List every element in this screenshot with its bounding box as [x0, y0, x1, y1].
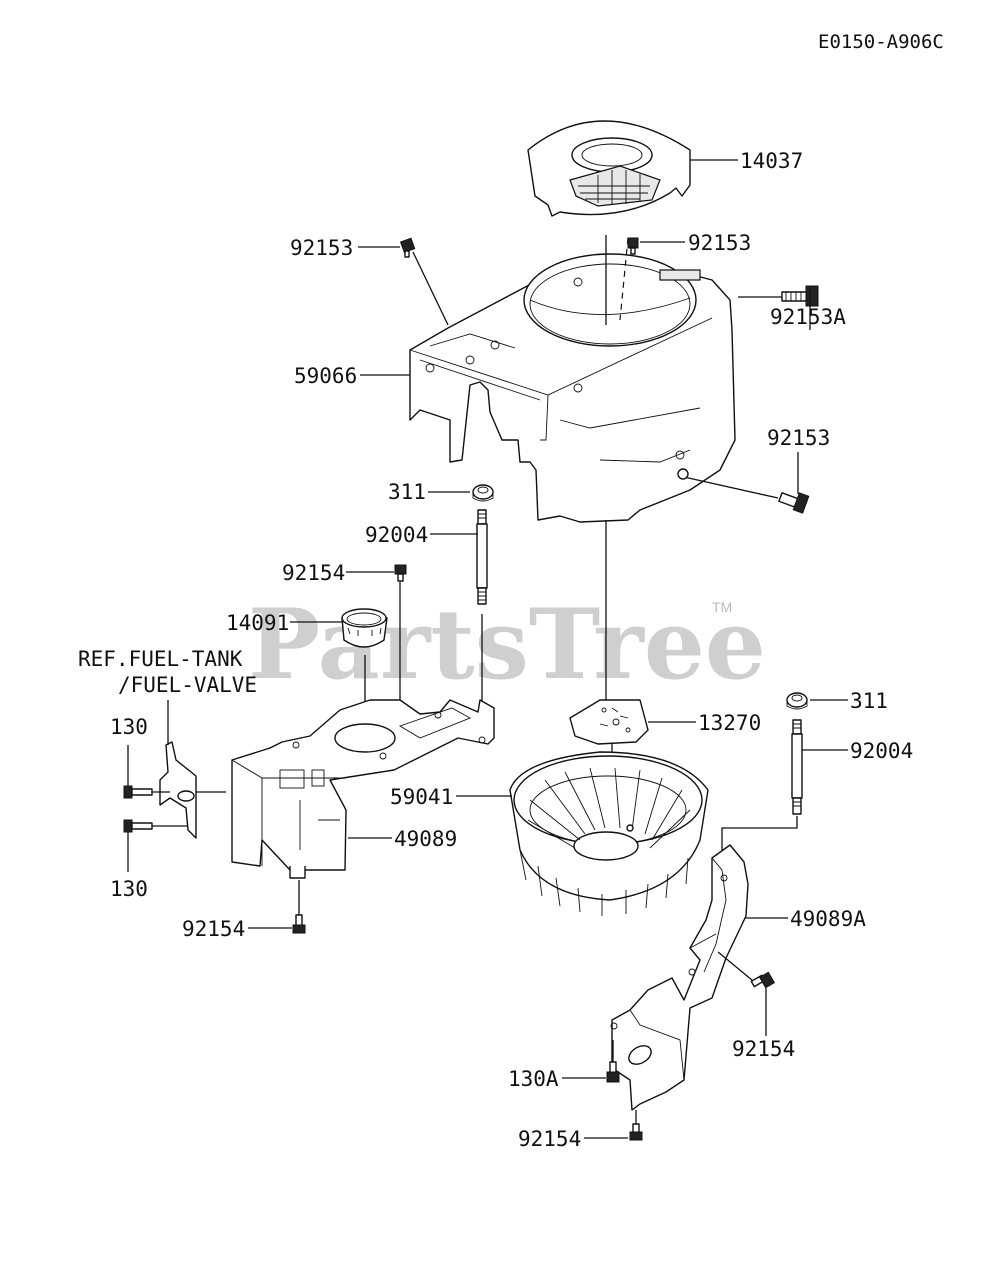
- blower-housing-part[interactable]: [409, 253, 736, 523]
- watermark: PartsTree: [248, 588, 766, 701]
- label-14037[interactable]: 14037: [740, 149, 803, 173]
- label-92154-bottom[interactable]: 92154: [518, 1127, 581, 1151]
- air-guide-49089[interactable]: [231, 699, 495, 879]
- stud-92004-left[interactable]: [476, 509, 488, 605]
- label-130-bottom[interactable]: 130: [110, 877, 148, 901]
- label-92154-right[interactable]: 92154: [732, 1037, 795, 1061]
- label-49089[interactable]: 49089: [394, 827, 457, 851]
- label-311-right[interactable]: 311: [850, 689, 888, 713]
- ref-fuel-valve[interactable]: /FUEL-VALVE: [118, 673, 257, 697]
- bolt-92154-lower-left[interactable]: [292, 914, 306, 934]
- nut-311-right[interactable]: [786, 692, 808, 710]
- label-59066[interactable]: 59066: [294, 364, 357, 388]
- diagram-code: E0150-A906C: [818, 31, 944, 53]
- label-130-top[interactable]: 130: [110, 715, 148, 739]
- bolt-92154-bottom[interactable]: [629, 1123, 643, 1141]
- bolt-92154-right[interactable]: [750, 971, 776, 989]
- label-92153A[interactable]: 92153A: [770, 305, 846, 329]
- watermark-trademark: TM: [712, 599, 732, 615]
- stud-92004-right[interactable]: [791, 719, 803, 815]
- label-92154-lower-left[interactable]: 92154: [182, 917, 245, 941]
- label-311-left[interactable]: 311: [388, 480, 426, 504]
- label-49089A[interactable]: 49089A: [790, 907, 866, 931]
- flywheel-fan-59041[interactable]: [509, 751, 709, 916]
- label-92004-right[interactable]: 92004: [850, 739, 913, 763]
- bolt-92153-left[interactable]: [399, 237, 416, 258]
- label-92153-top[interactable]: 92153: [688, 231, 751, 255]
- air-guide-49089A[interactable]: [610, 844, 749, 1111]
- collar-14091[interactable]: [341, 608, 388, 648]
- label-130A[interactable]: 130A: [508, 1067, 559, 1091]
- bolt-92153A[interactable]: [781, 285, 819, 307]
- label-92004-left[interactable]: 92004: [365, 523, 428, 547]
- label-14091[interactable]: 14091: [226, 611, 289, 635]
- fuel-tank-bracket[interactable]: [159, 741, 197, 839]
- label-13270[interactable]: 13270: [698, 711, 761, 735]
- bolt-130-bottom[interactable]: [123, 819, 153, 833]
- label-59041[interactable]: 59041: [390, 785, 453, 809]
- nut-311-left[interactable]: [472, 484, 494, 502]
- bolt-130-top[interactable]: [123, 785, 153, 799]
- bolt-92154-upper[interactable]: [394, 564, 407, 582]
- fan-screen-part[interactable]: [527, 120, 691, 217]
- bolt-92153-top[interactable]: [627, 237, 639, 255]
- ref-fuel-tank[interactable]: REF.FUEL-TANK: [78, 647, 243, 671]
- label-92153-right[interactable]: 92153: [767, 426, 830, 450]
- plate-13270[interactable]: [569, 699, 649, 745]
- label-92153-left[interactable]: 92153: [290, 236, 353, 260]
- label-92154-upper[interactable]: 92154: [282, 561, 345, 585]
- bolt-92153-right[interactable]: [778, 492, 810, 514]
